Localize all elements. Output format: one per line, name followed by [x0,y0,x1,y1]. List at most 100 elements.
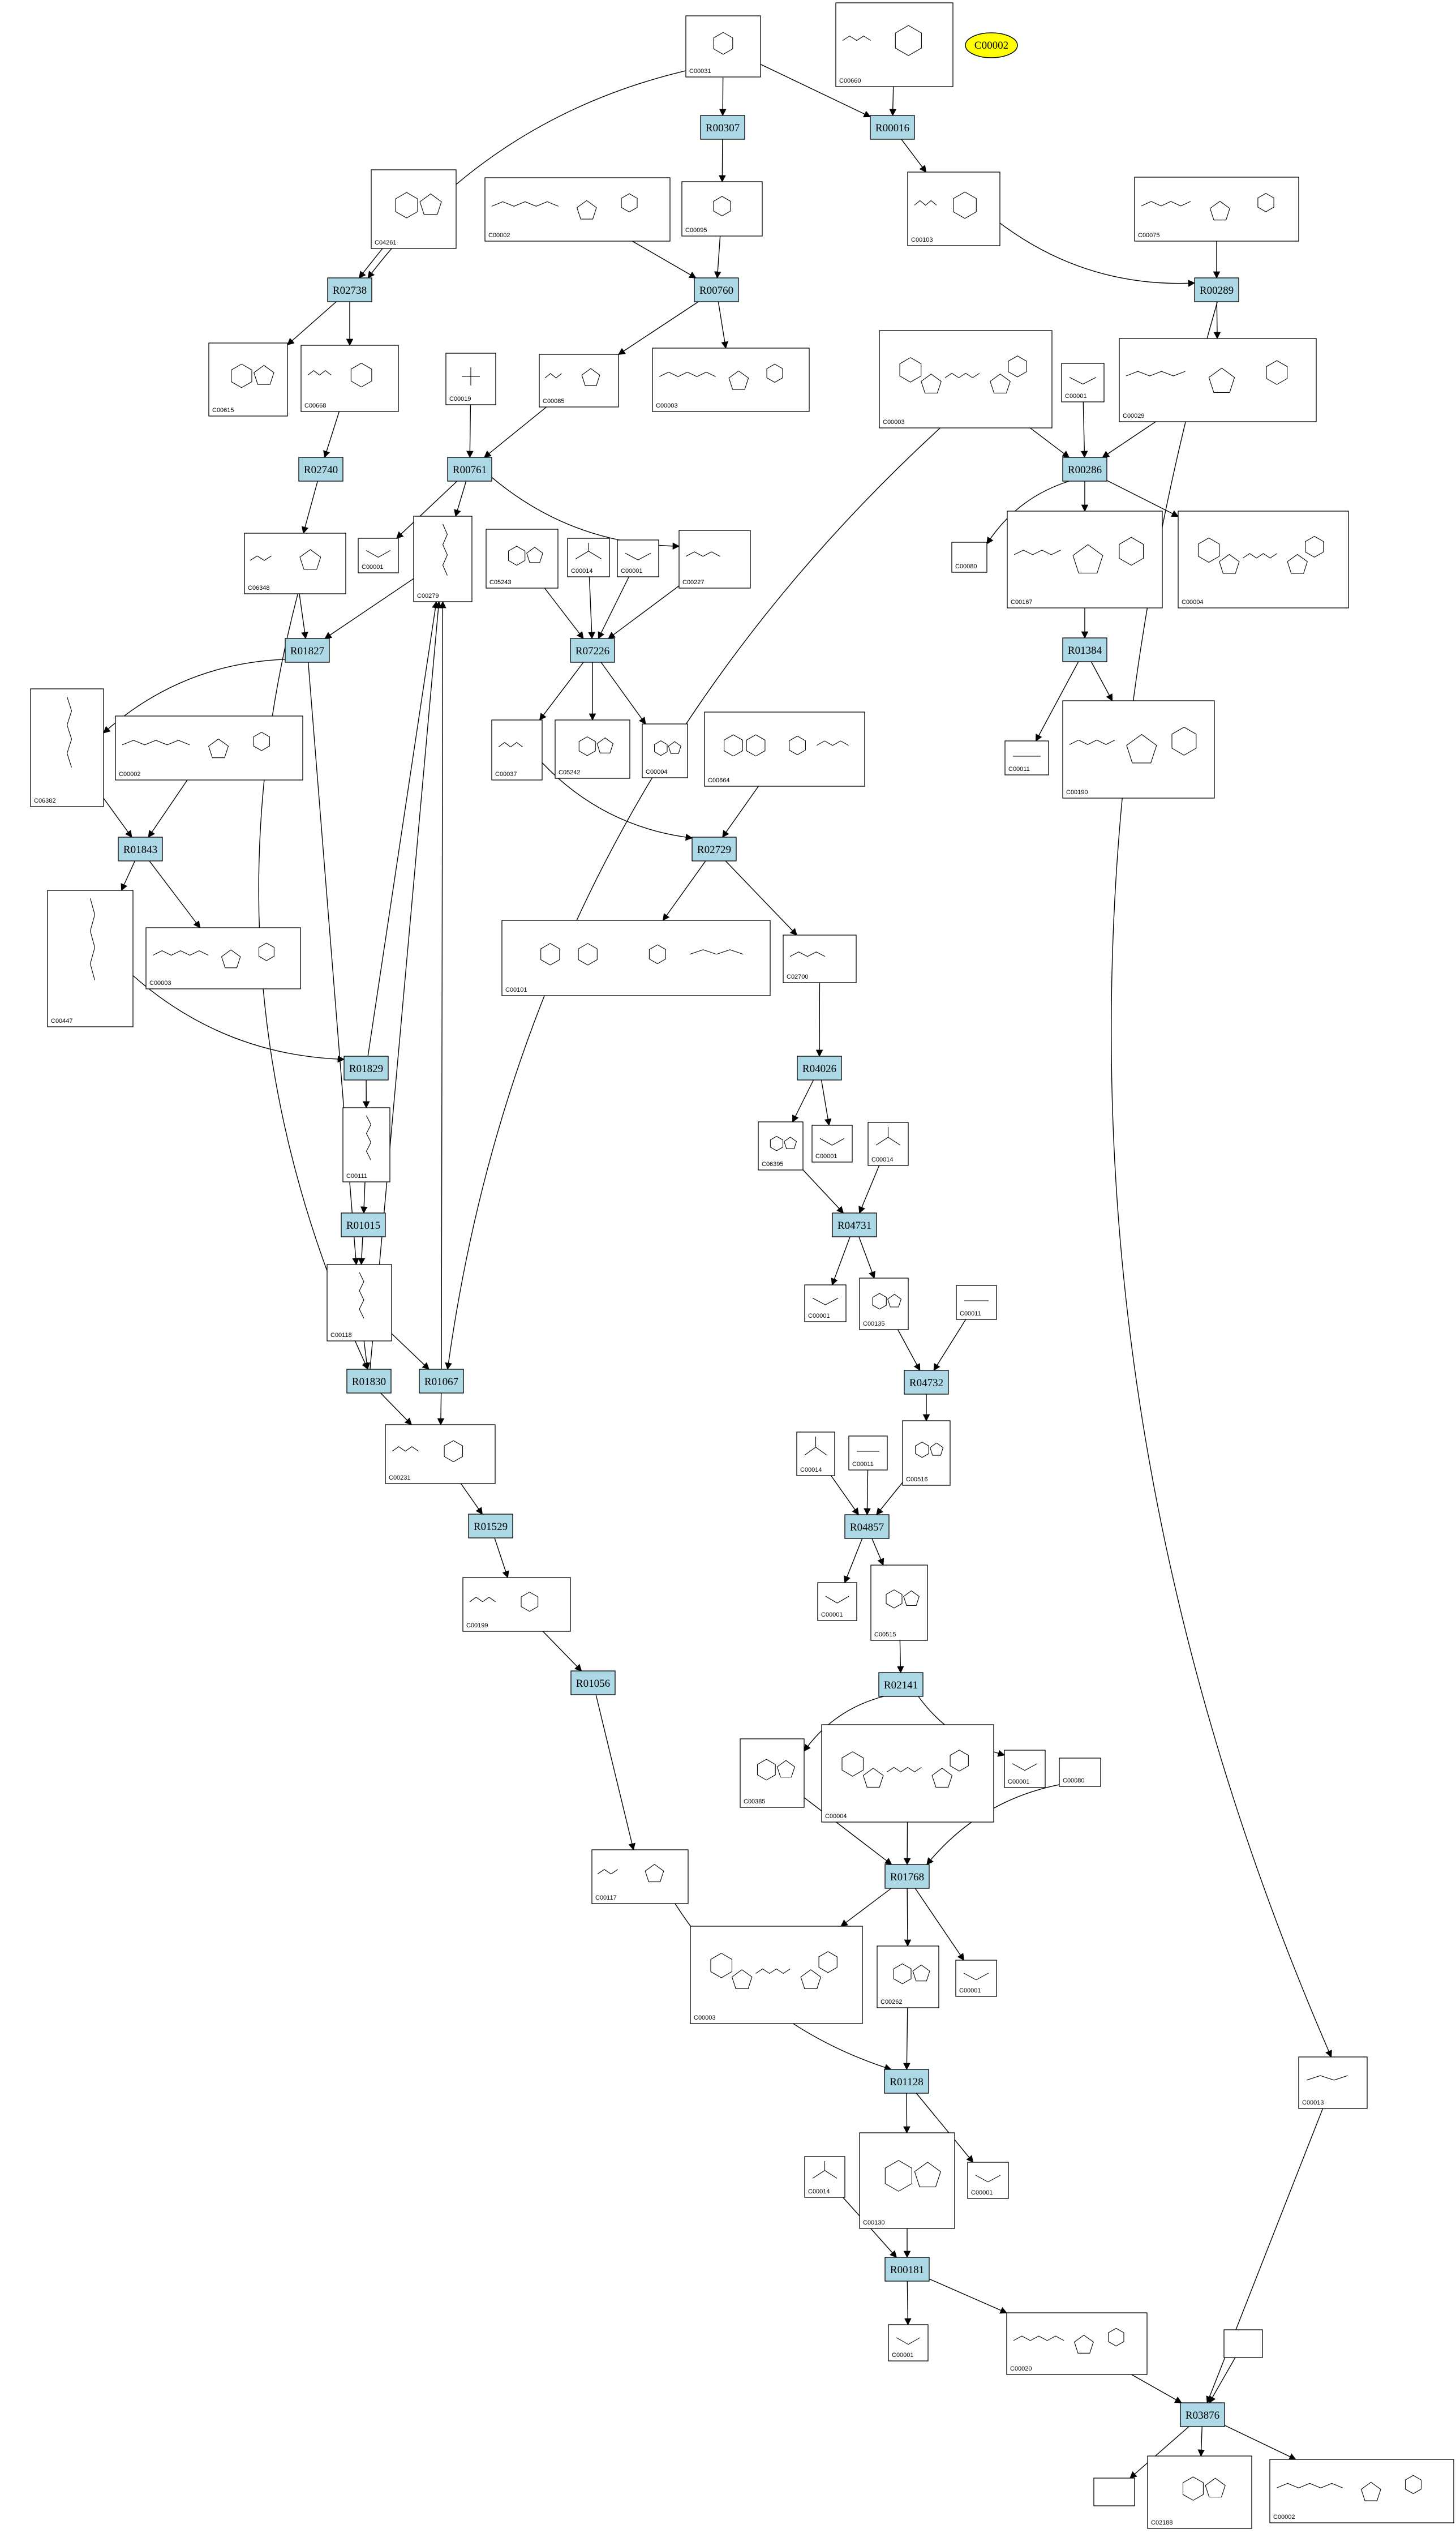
compound-node[interactable]: C00103 [907,172,1000,246]
compound-node[interactable]: C00029 [1119,338,1317,422]
compound-node[interactable]: C00011 [1004,740,1049,775]
compound-node[interactable]: C00002 [484,177,671,242]
compound-node[interactable]: C00004 [821,1724,994,1823]
compound-node[interactable]: C00014 [796,1431,835,1476]
compound-node[interactable]: C00003 [652,348,810,412]
compound-node[interactable]: C00001 [955,1960,997,1997]
reaction-node[interactable]: R01529 [468,1514,513,1538]
reaction-node[interactable]: R00016 [870,115,915,140]
reaction-node[interactable]: R00181 [884,2257,930,2282]
compound-node[interactable]: C00385 [740,1738,805,1808]
reaction-node[interactable]: R02740 [298,457,343,482]
reaction-node[interactable]: R01843 [118,837,163,862]
reaction-node[interactable]: R04731 [832,1212,877,1237]
compound-node[interactable]: C00101 [501,920,771,996]
compound-node[interactable]: C00664 [704,712,865,787]
reaction-node[interactable]: R03876 [1180,2402,1225,2427]
compound-node[interactable]: C00011 [848,1435,888,1471]
compound-node[interactable]: C00615 [208,342,288,417]
compound-node[interactable]: C00031 [685,15,761,78]
reaction-node[interactable]: R00289 [1194,277,1239,302]
compound-node[interactable]: C00014 [804,2156,845,2198]
compound-node[interactable]: C00167 [1007,511,1163,608]
highlight-compound-node[interactable]: C00002 [965,32,1018,58]
compound-node[interactable]: C00003 [690,1926,863,2024]
compound-node[interactable]: C02188 [1147,2455,1252,2529]
compound-node[interactable]: C00002 [115,715,303,781]
reaction-node[interactable]: R04732 [904,1370,949,1395]
compound-node[interactable]: C00001 [967,2162,1009,2199]
compound-node[interactable]: C00668 [300,345,399,412]
compound-node[interactable]: C06395 [758,1121,804,1171]
compound-node[interactable]: C00447 [47,890,134,1027]
reaction-node[interactable]: R00760 [694,277,739,302]
compound-node[interactable]: C00080 [1059,1758,1101,1787]
reaction-node[interactable]: R02738 [327,277,372,302]
reaction-node[interactable]: R01067 [419,1369,464,1394]
reaction-node[interactable]: R01128 [884,2069,929,2094]
compound-node[interactable]: C00001 [811,1125,853,1163]
compound-node[interactable]: C06348 [244,533,346,594]
reaction-node[interactable]: R01827 [285,638,330,663]
compound-node[interactable]: C00014 [567,538,610,577]
compound-node[interactable]: C00002 [1269,2459,1454,2523]
compound-node[interactable]: C00001 [358,538,399,573]
compound-node[interactable]: C00001 [888,2324,929,2361]
compound-node[interactable]: C00037 [491,719,543,781]
compound-node[interactable]: C00190 [1062,700,1215,799]
compound-node[interactable]: C06382 [30,688,104,807]
compound-node[interactable]: C00095 [681,181,763,237]
compound-node[interactable]: C00019 [445,353,496,405]
compound-node[interactable]: C00004 [1178,511,1349,608]
compound-node[interactable]: C00262 [877,1945,939,2008]
compound-node[interactable]: C00020 [1006,2312,1148,2375]
compound-node[interactable]: C00279 [413,516,473,602]
compound-node[interactable]: C00231 [385,1424,496,1484]
reaction-node[interactable]: R01015 [341,1212,386,1237]
reaction-node[interactable]: R01829 [343,1056,389,1081]
compound-node[interactable]: C00516 [902,1420,951,1486]
compound-node[interactable]: C00135 [859,1278,909,1330]
compound-node[interactable]: C00013 [1298,2056,1368,2109]
reaction-node[interactable]: R01830 [346,1369,392,1394]
compound-node[interactable]: C00011 [956,1285,997,1320]
compound-node[interactable]: C00001 [617,539,659,577]
compound-node[interactable]: C00199 [462,1577,571,1632]
reaction-node[interactable]: R00307 [700,115,745,140]
compound-node[interactable]: C05242 [555,719,630,779]
reaction-node[interactable]: R00286 [1062,457,1107,482]
compound-node[interactable]: C00227 [678,530,751,589]
compound-node[interactable]: C00014 [867,1122,909,1166]
compound-node[interactable]: C00001 [1061,363,1105,402]
compound-node[interactable]: C00001 [817,1582,857,1621]
reaction-node[interactable]: R02729 [692,837,737,862]
reaction-node[interactable]: R00761 [447,457,492,482]
compound-node[interactable] [1223,2329,1263,2358]
reaction-node[interactable]: R04857 [844,1514,890,1539]
compound-node[interactable] [1093,2478,1135,2506]
compound-node[interactable]: C00003 [879,330,1053,428]
reaction-node[interactable]: R01384 [1062,637,1107,662]
reaction-node[interactable]: R02141 [878,1672,924,1697]
reaction-node[interactable]: R04026 [797,1056,842,1081]
compound-id-label: C00001 [1008,1778,1030,1785]
compound-node[interactable]: C00085 [539,354,619,408]
compound-node[interactable]: C00130 [859,2132,955,2229]
reaction-node[interactable]: R07226 [570,638,615,663]
compound-node[interactable]: C00001 [804,1284,847,1322]
compound-node[interactable]: C00118 [327,1264,392,1341]
compound-node[interactable]: C00660 [835,2,954,87]
compound-node[interactable]: C00075 [1134,177,1299,242]
compound-node[interactable]: C00001 [1004,1750,1046,1788]
compound-node[interactable]: C00004 [642,723,688,778]
compound-node[interactable]: C00117 [591,1849,689,1904]
reaction-node[interactable]: R01768 [884,1864,930,1889]
compound-node[interactable]: C00080 [951,542,987,573]
compound-node[interactable]: C02700 [783,935,857,983]
reaction-node[interactable]: R01056 [570,1670,616,1695]
compound-node[interactable]: C05243 [486,529,559,589]
compound-node[interactable]: C04261 [371,169,457,249]
compound-node[interactable]: C00515 [870,1565,928,1641]
compound-node[interactable]: C00111 [342,1107,390,1182]
compound-node[interactable]: C00003 [145,927,301,989]
